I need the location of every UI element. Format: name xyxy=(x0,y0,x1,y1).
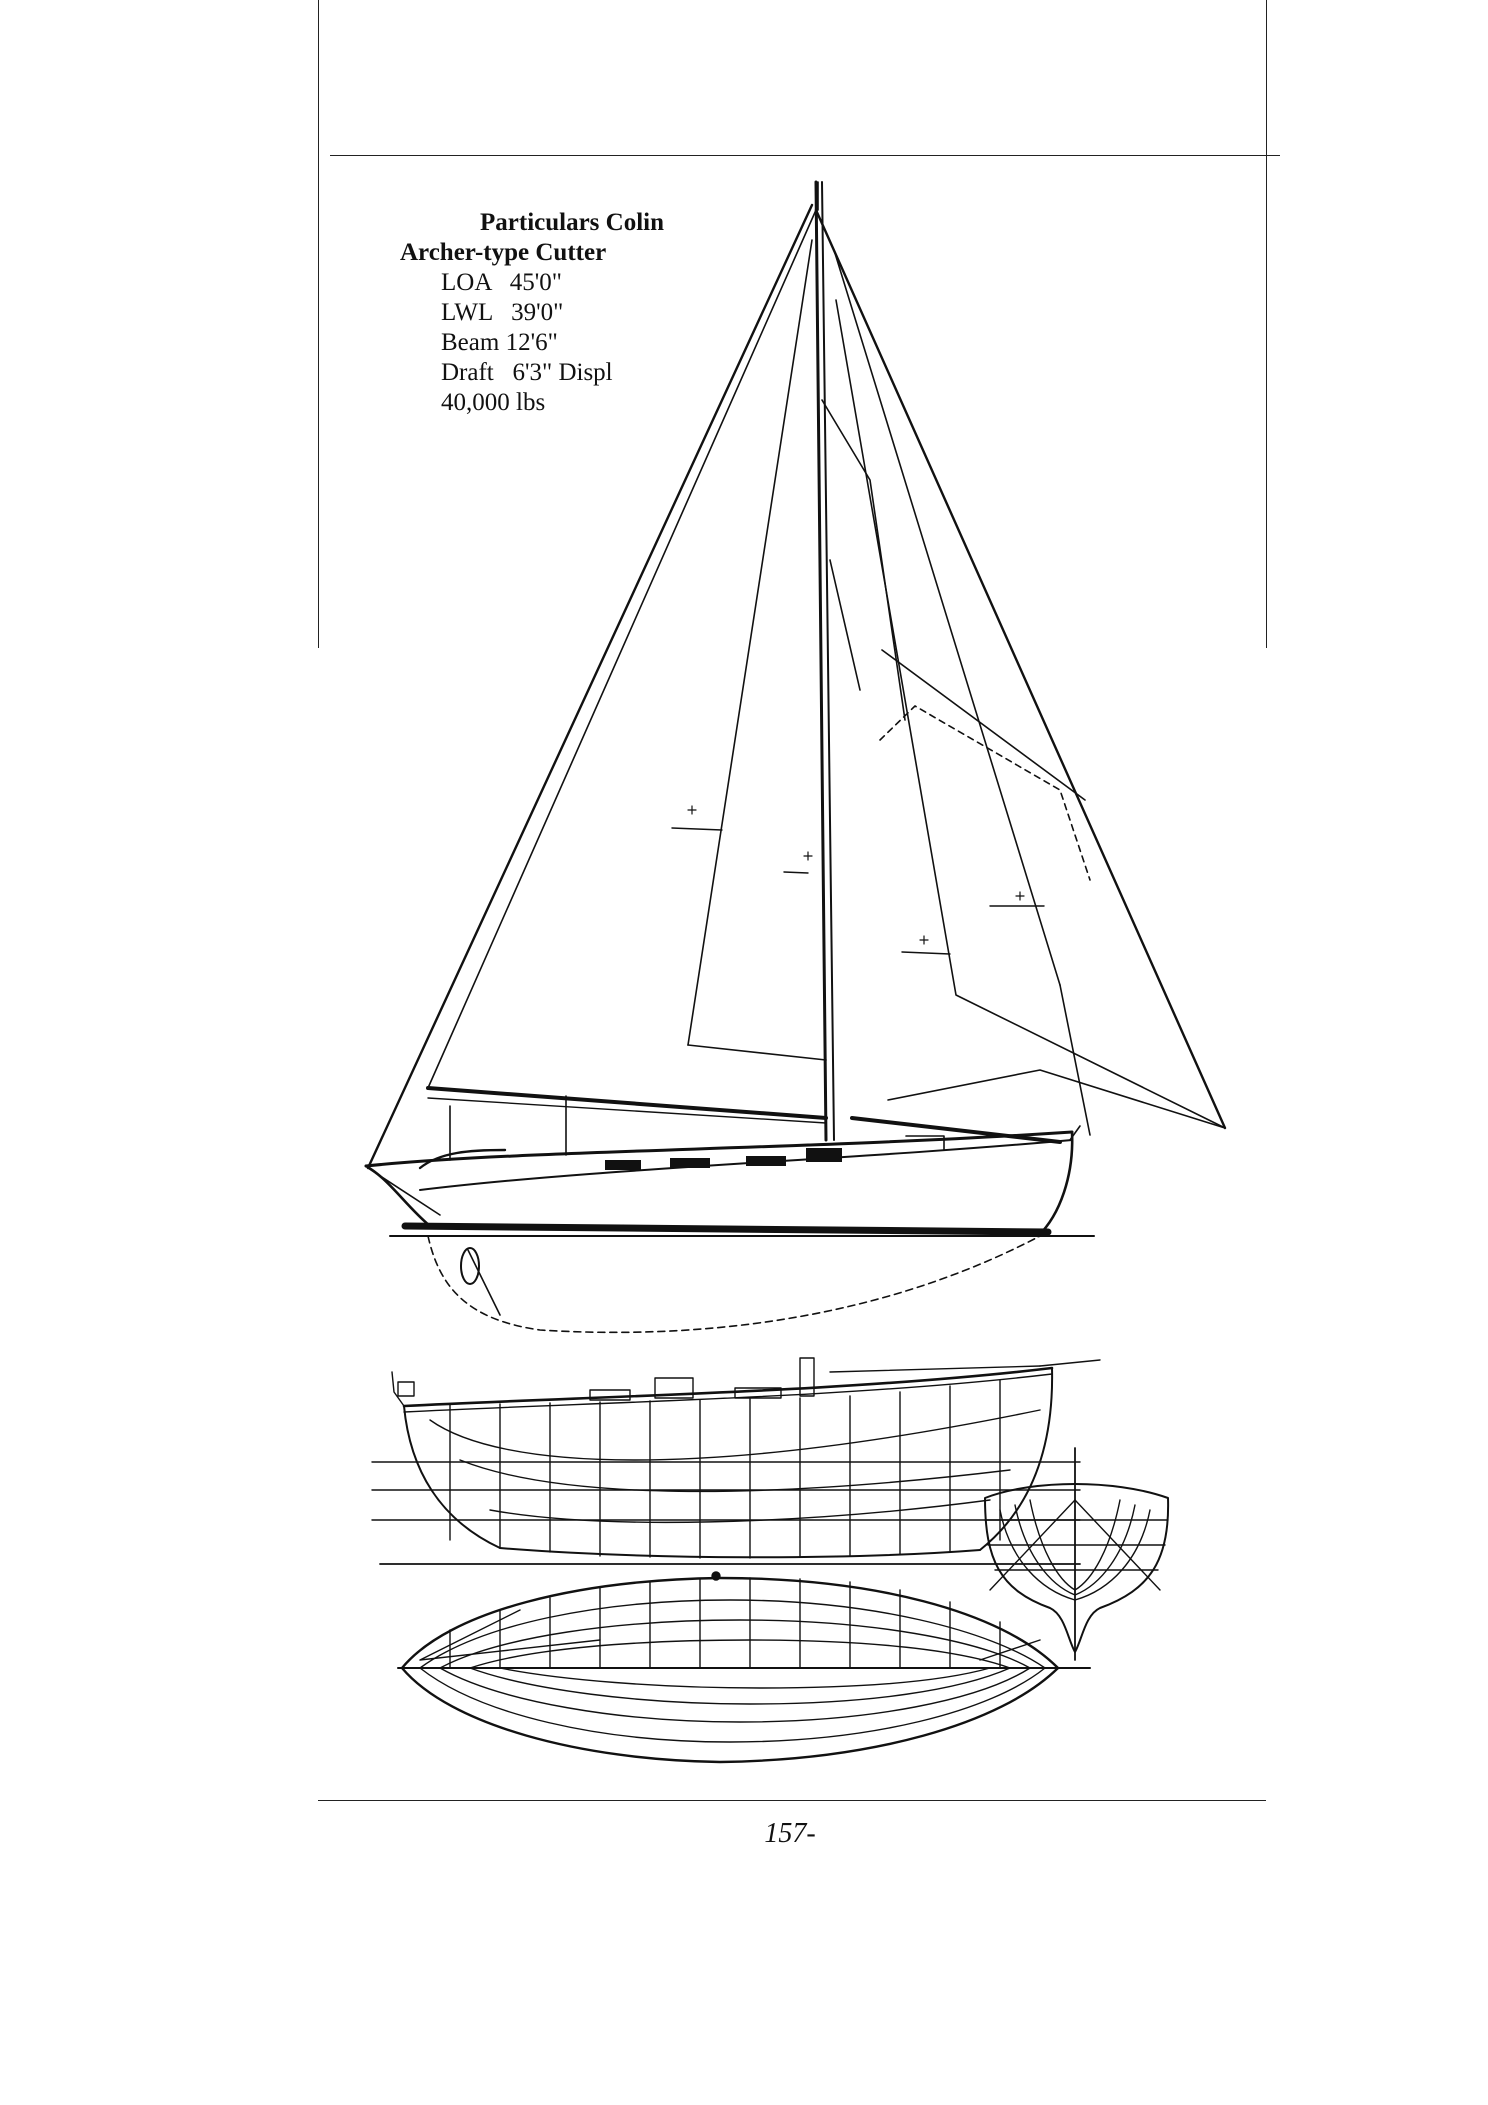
main-boom xyxy=(426,1086,828,1120)
frame-right-line xyxy=(1266,0,1267,648)
footer-rule xyxy=(318,1800,1266,1801)
backstay xyxy=(366,203,814,1170)
spec-beam: Beam 12'6" xyxy=(441,329,558,356)
spec-draft: Draft 6'3" Displ xyxy=(441,359,613,386)
page-number-container: 157- xyxy=(0,1818,1488,1850)
particulars-block: Particulars Colin Archer-type Cutter LOA… xyxy=(400,208,664,418)
frame-left-line xyxy=(318,0,319,648)
spec-displacement: 40,000 lbs xyxy=(441,389,546,416)
forestay xyxy=(814,208,1227,1130)
spec-lwl: LWL 39'0" xyxy=(441,299,564,326)
body-plan xyxy=(984,1447,1170,1661)
lines-profile xyxy=(371,1357,1101,1565)
header-rule xyxy=(330,155,1280,156)
hull-profile xyxy=(364,1095,1095,1334)
half-breadth-plan xyxy=(397,1571,1091,1764)
particulars-title-line1: Particulars Colin xyxy=(480,209,665,236)
sail-plan-profile xyxy=(366,180,1227,1216)
page-number: 157- xyxy=(764,1818,816,1849)
spec-loa: LOA 45'0" xyxy=(441,269,562,296)
particulars-title-line2: Archer-type Cutter xyxy=(400,239,607,266)
mast xyxy=(814,180,828,1142)
